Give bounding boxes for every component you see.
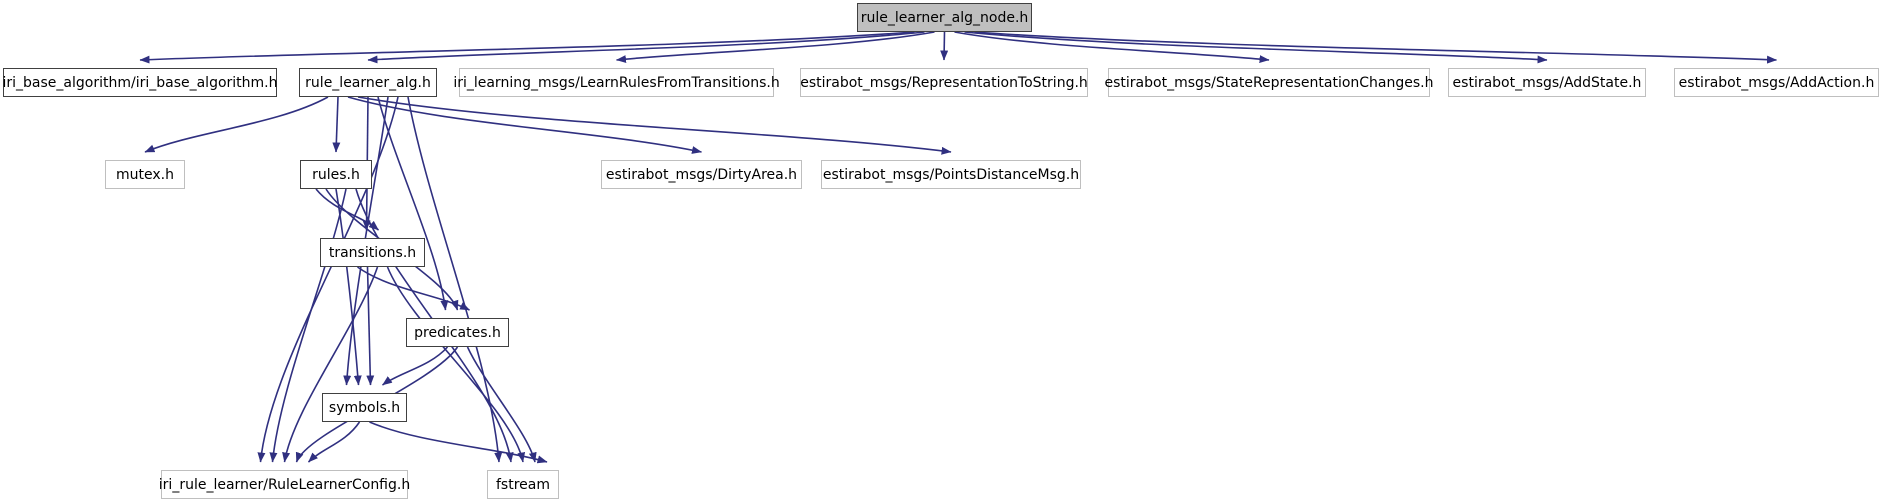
graph-edge bbox=[466, 346, 537, 463]
graph-node-estirabot-msgs-addaction-h[interactable]: estirabot_msgs/AddAction.h bbox=[1674, 68, 1879, 97]
graph-edge bbox=[974, 31, 1777, 64]
graph-node-estirabot-msgs-pointsdistancemsg-h[interactable]: estirabot_msgs/PointsDistanceMsg.h bbox=[821, 160, 1081, 189]
graph-node-estirabot-msgs-staterepresentationchanges-h[interactable]: estirabot_msgs/StateRepresentationChange… bbox=[1105, 68, 1434, 97]
graph-node-iri-rule-learner-rulelearnerconfig-h[interactable]: iri_rule_learner/RuleLearnerConfig.h bbox=[159, 470, 410, 499]
graph-edge bbox=[307, 421, 361, 463]
graph-edge bbox=[377, 96, 449, 311]
graph-edge bbox=[332, 96, 341, 153]
graph-edge bbox=[616, 31, 935, 64]
graph-edge bbox=[386, 266, 526, 463]
graph-node-iri-base-algorithm-iri-base-algorithm-h[interactable]: iri_base_algorithm/iri_base_algorithm.h bbox=[3, 68, 278, 97]
graph-node-rules-h[interactable]: rules.h bbox=[300, 160, 372, 189]
graph-edge bbox=[954, 31, 1270, 64]
graph-edge bbox=[964, 31, 1548, 64]
graph-node-transitions-h[interactable]: transitions.h bbox=[320, 238, 425, 267]
graph-node-iri-learning-msgs-learnrulesfromtransitions-h[interactable]: iri_learning_msgs/LearnRulesFromTransiti… bbox=[453, 68, 780, 97]
graph-edge bbox=[315, 188, 380, 231]
graph-edge bbox=[282, 266, 379, 463]
graph-node-estirabot-msgs-dirtyarea-h[interactable]: estirabot_msgs/DirtyArea.h bbox=[601, 160, 802, 189]
graph-node-mutex-h[interactable]: mutex.h bbox=[105, 160, 185, 189]
graph-node-rule-learner-alg-h[interactable]: rule_learner_alg.h bbox=[299, 68, 437, 97]
graph-edge bbox=[407, 96, 503, 463]
graph-node-predicates-h[interactable]: predicates.h bbox=[406, 318, 509, 347]
graph-edge bbox=[366, 266, 375, 386]
graph-edge bbox=[144, 96, 329, 153]
graph-edge bbox=[382, 346, 449, 386]
graph-edge bbox=[357, 96, 952, 155]
graph-edge bbox=[335, 188, 362, 386]
graph-edge bbox=[940, 31, 949, 61]
graph-node-estirabot-msgs-addstate-h[interactable]: estirabot_msgs/AddState.h bbox=[1448, 68, 1646, 97]
graph-edge bbox=[357, 266, 470, 311]
graph-edge bbox=[139, 31, 915, 64]
graph-edge bbox=[347, 96, 702, 154]
graph-node-symbols-h[interactable]: symbols.h bbox=[322, 393, 407, 422]
graph-edge bbox=[369, 421, 548, 464]
graph-node-estirabot-msgs-representationtostring-h[interactable]: estirabot_msgs/RepresentationToString.h bbox=[800, 68, 1088, 97]
graph-node-fstream[interactable]: fstream bbox=[487, 470, 559, 499]
graph-edge bbox=[367, 31, 925, 64]
graph-node-rule-learner-alg-node-h[interactable]: rule_learner_alg_node.h bbox=[857, 3, 1032, 32]
